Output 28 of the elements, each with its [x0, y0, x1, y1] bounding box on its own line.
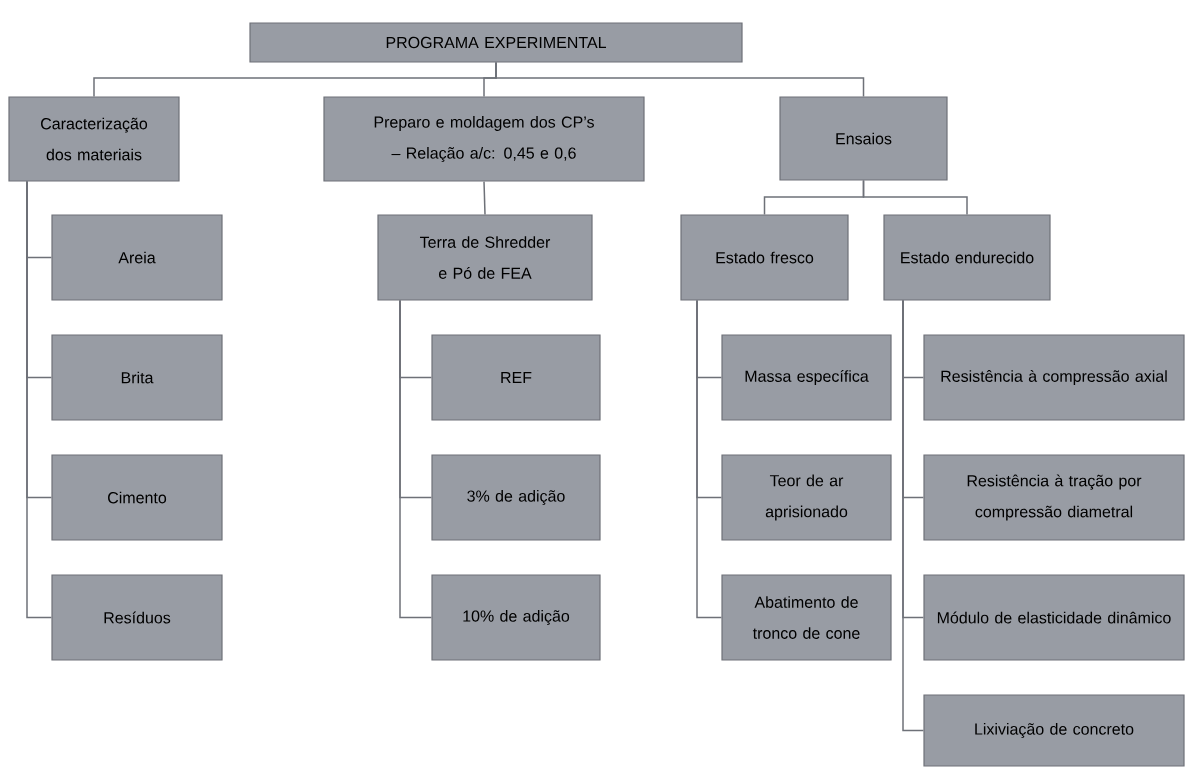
- connector-line: [26, 180, 53, 619]
- connector-line: [902, 299, 925, 732]
- process-box: Terra de Shredder e Pó de FEA: [377, 214, 593, 301]
- process-box: Massa específica: [721, 334, 892, 421]
- connector-line: [696, 299, 723, 619]
- process-box: 10% de adição: [431, 574, 601, 661]
- connector-line: [483, 180, 486, 216]
- process-box: PROGRAMA EXPERIMENTAL: [249, 22, 743, 63]
- process-box: REF: [431, 334, 601, 421]
- connector-line: [495, 61, 865, 98]
- process-box: Estado fresco: [680, 214, 849, 301]
- process-box: Cimento: [51, 454, 223, 541]
- process-box: Teor de ar aprisionado: [721, 454, 892, 541]
- process-box: Preparo e moldagem dos CP’s – Relação a/c: 0,45 e 0,6: [323, 96, 645, 182]
- process-box: Caracterização dos materiais: [8, 96, 180, 182]
- process-box: Resistência à tração por compressão diametral: [923, 454, 1185, 541]
- process-box: Ensaios: [779, 96, 948, 181]
- process-box: Abatimento de tronco de cone: [721, 574, 892, 661]
- process-box: 3% de adição: [431, 454, 601, 541]
- process-box: Resíduos: [51, 574, 223, 661]
- process-box: Resistência à compressão axial: [923, 334, 1185, 421]
- process-box: Lixiviação de concreto: [923, 694, 1185, 767]
- process-box: Brita: [51, 334, 223, 421]
- connector-line: [399, 299, 433, 619]
- connector-line: [862, 179, 968, 216]
- process-box: Módulo de elasticidade dinâmico: [923, 574, 1185, 661]
- process-box: Areia: [51, 214, 223, 301]
- process-box: Estado endurecido: [883, 214, 1051, 301]
